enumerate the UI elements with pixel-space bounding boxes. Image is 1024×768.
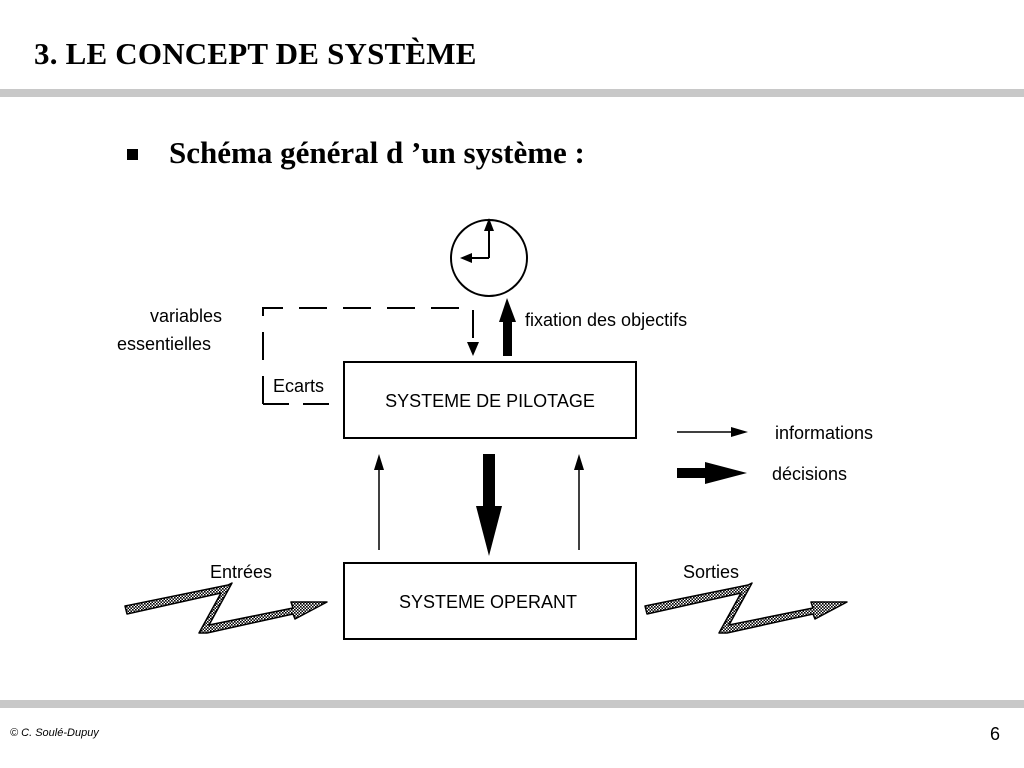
bullet-square-icon (127, 149, 138, 160)
operant-box (343, 562, 637, 640)
slide-title: 3. LE CONCEPT DE SYSTÈME (34, 36, 477, 71)
entrees-zigzag-arrow (124, 582, 328, 634)
copyright-text: © C. Soulé-Dupuy (10, 727, 99, 739)
legend-information-arrow (677, 427, 748, 437)
fixation-objectifs-label: fixation des objectifs (525, 310, 687, 330)
legend-decisions-label: décisions (772, 464, 847, 484)
essentielles-label: essentielles (117, 334, 211, 354)
decision-arrow-down (476, 454, 502, 556)
page-number: 6 (990, 724, 1001, 744)
variables-feedback-loop (262, 307, 479, 405)
operant-label: SYSTEME OPERANT (399, 592, 577, 612)
pilotage-label: SYSTEME DE PILOTAGE (385, 391, 595, 411)
objectives-decision-arrow (499, 298, 516, 356)
legend-decision-arrow (677, 462, 747, 484)
ecarts-label: Ecarts (273, 376, 324, 396)
pilotage-box (343, 361, 637, 439)
variables-label: variables (150, 306, 222, 326)
bullet-text: Schéma général d ’un système : (169, 135, 585, 170)
information-arrow-left (374, 454, 384, 550)
entrees-label: Entrées (210, 562, 272, 582)
footer-rule (0, 700, 1024, 708)
clock-icon (450, 218, 528, 297)
sorties-label: Sorties (683, 562, 739, 582)
legend-informations-label: informations (775, 423, 873, 443)
sorties-zigzag-arrow (644, 582, 848, 634)
header-rule (0, 89, 1024, 97)
information-arrow-right (574, 454, 584, 550)
